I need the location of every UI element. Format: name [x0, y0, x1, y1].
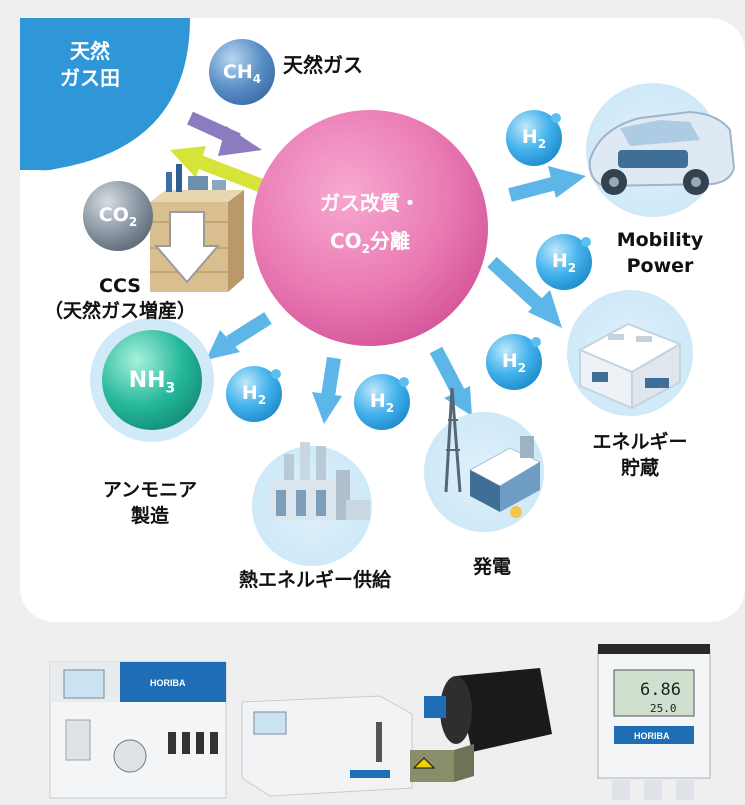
- energy-storage-line2: 貯蔵: [620, 456, 659, 479]
- probe-illustration: [410, 668, 552, 782]
- center-co-text: CO: [329, 229, 362, 253]
- ch4-molecule: [209, 39, 275, 105]
- h2-label-heat: H2: [369, 390, 395, 415]
- ammonia-label: アンモニア 製造: [70, 478, 230, 529]
- gas-field-line1: 天然: [70, 39, 110, 63]
- mobility-line2: Power: [626, 254, 694, 277]
- ccs-line1: CCS: [99, 275, 141, 297]
- nh3-molecule: [102, 330, 202, 430]
- ccs-line2: （天然ガス増産）: [43, 299, 196, 322]
- center-circle: [252, 110, 488, 346]
- mobility-line1: Mobility: [616, 229, 704, 251]
- energy-storage-label: エネルギー 貯蔵: [580, 430, 700, 481]
- fuel-cell-car-illustration: [588, 110, 736, 195]
- power-plant-illustration: [444, 387, 542, 518]
- ccs-illustration: [150, 164, 244, 292]
- gas-field-line2: ガス田: [60, 66, 120, 90]
- center-label-line1: ガス改質・: [320, 191, 420, 215]
- h2-molecules: [226, 110, 592, 430]
- arrow-natural-gas: [187, 111, 262, 156]
- h2-label-storage: H2: [551, 250, 577, 275]
- gas-field-label: 天然 ガス田: [30, 38, 150, 92]
- diagram-graphics: [20, 18, 736, 566]
- energy-storage-line1: エネルギー: [592, 431, 688, 453]
- h2-label-ammonia: H2: [241, 382, 267, 407]
- ammonia-line1: アンモニア: [102, 479, 198, 501]
- h2-label-power: H2: [501, 350, 527, 375]
- meter-display-value-1: 6.86: [640, 680, 681, 700]
- ch4-label: CH4: [222, 61, 262, 86]
- mobility-power-label: Mobility Power: [600, 228, 720, 279]
- analyzer-1-brand: HORIBA: [150, 678, 186, 688]
- natural-gas-label: 天然ガス: [283, 53, 363, 77]
- ph-meter-illustration: [597, 644, 711, 800]
- ammonia-line2: 製造: [130, 504, 169, 527]
- h2-label-mobility: H2: [521, 126, 547, 151]
- center-co-sub: 2: [361, 242, 371, 256]
- heat-supply-label: 熱エネルギー供給: [238, 569, 391, 591]
- nh3-label: NH3: [128, 368, 176, 397]
- meter-display-value-2: 25.0: [650, 702, 677, 715]
- factory-illustration: [270, 442, 370, 520]
- products-row: HORIBA 6.86 25.0 HORI: [49, 644, 711, 800]
- co2-molecule: [83, 181, 153, 251]
- meter-brand: HORIBA: [634, 731, 670, 741]
- analyzer-2-illustration: [241, 695, 413, 797]
- co2-label: CO2: [98, 204, 138, 229]
- storage-building-illustration: [577, 322, 683, 410]
- analyzer-1-illustration: [49, 661, 227, 799]
- arrow-co2-return: [170, 146, 265, 193]
- center-label-line2: CO2分離: [270, 222, 470, 261]
- ccs-label: CCS （天然ガス増産）: [0, 274, 240, 323]
- h2-arrows: [206, 166, 586, 424]
- center-separation-text: 分離: [370, 229, 411, 253]
- power-generation-label: 発電: [472, 556, 511, 578]
- center-label: ガス改質・ CO2分離: [270, 184, 470, 261]
